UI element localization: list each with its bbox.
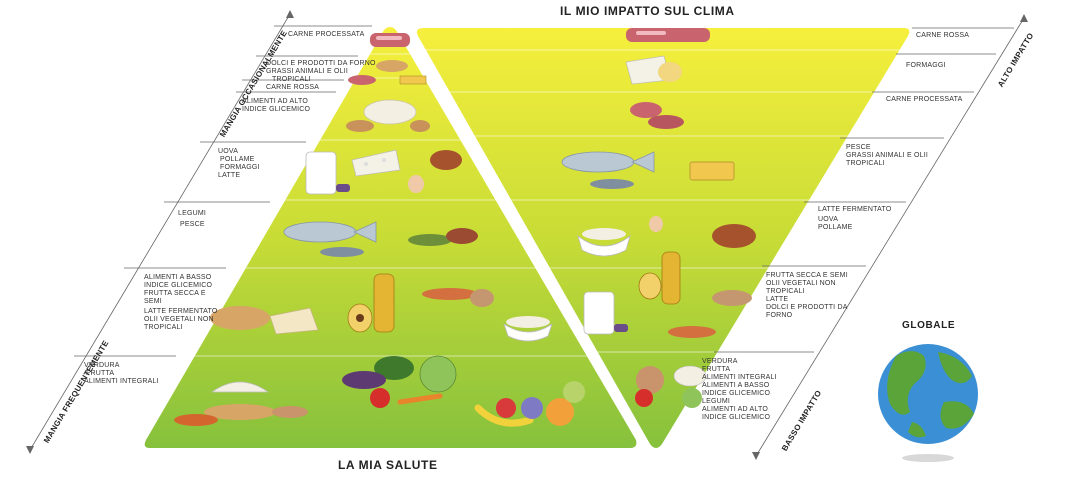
fish-icon (283, 221, 377, 257)
climate-level-6: FRUTTA SECCA E SEMI OLII VEGETALI NON TR… (766, 272, 848, 319)
nuts-icon (668, 290, 752, 338)
health-level-5: LEGUMI PESCE (178, 210, 207, 228)
climate-title: IL MIO IMPATTO SUL CLIMA (560, 4, 735, 18)
health-guide-lines (29, 13, 372, 451)
milk-icon (583, 291, 628, 335)
globe-icon (878, 344, 978, 462)
bread-icon (348, 60, 427, 85)
health-level-3: ALIMENTI AD ALTO INDICE GLICEMICO (242, 98, 311, 113)
climate-level-7: VERDURA FRUTTA ALIMENTI INTEGRALI ALIMEN… (702, 358, 777, 421)
cheese-icon (351, 149, 401, 177)
nuts-icon (422, 288, 494, 307)
vegetable-icon (635, 365, 707, 408)
rice-icon (577, 228, 631, 257)
climate-level-1: CARNE ROSSA (916, 32, 970, 39)
chicken-icon (408, 150, 462, 193)
legumes-icon (408, 228, 478, 246)
climate-level-3: CARNE PROCESSATA (886, 96, 963, 103)
health-level-6: ALIMENTI A BASSO INDICE GLICEMICO FRUTTA… (144, 274, 218, 331)
arrow-heads (26, 10, 1028, 460)
oil-bottle-icon (347, 273, 395, 333)
rice-icon (346, 99, 430, 132)
chicken-icon (712, 224, 756, 248)
vegetable-icon (342, 355, 457, 408)
bread-icon (210, 306, 319, 335)
rice-icon (503, 316, 553, 342)
health-level-2: DOLCI E PRODOTTI DA FORNO GRASSI ANIMALI… (266, 60, 376, 91)
egg-icon (649, 216, 663, 232)
climate-level-5: LATTE FERMENTATO UOVA POLLAME (818, 206, 892, 231)
climate-guide-lines (714, 17, 1025, 457)
milk-icon (305, 151, 350, 195)
meat-icon (370, 33, 410, 47)
health-level-4: UOVA POLLAME FORMAGGI LATTE (218, 148, 260, 179)
health-level-7: VERDURA FRUTTA ALIMENTI INTEGRALI (84, 362, 159, 385)
health-title: LA MIA SALUTE (338, 458, 438, 472)
climate-level-4: PESCE GRASSI ANIMALI E OLII TROPICALI (846, 144, 929, 167)
health-level-1: CARNE PROCESSATA (288, 31, 365, 38)
fruit-icon (474, 381, 585, 427)
climate-level-2: FORMAGGI (906, 62, 946, 69)
oil-bottle-icon (638, 251, 681, 305)
meat-icon (630, 102, 684, 129)
meat-icon (626, 28, 710, 42)
butter-icon (689, 161, 735, 181)
globe-label: GLOBALE (902, 320, 956, 331)
fish-icon (561, 151, 655, 189)
cheese-icon (625, 55, 682, 85)
rice-icon (174, 381, 308, 426)
